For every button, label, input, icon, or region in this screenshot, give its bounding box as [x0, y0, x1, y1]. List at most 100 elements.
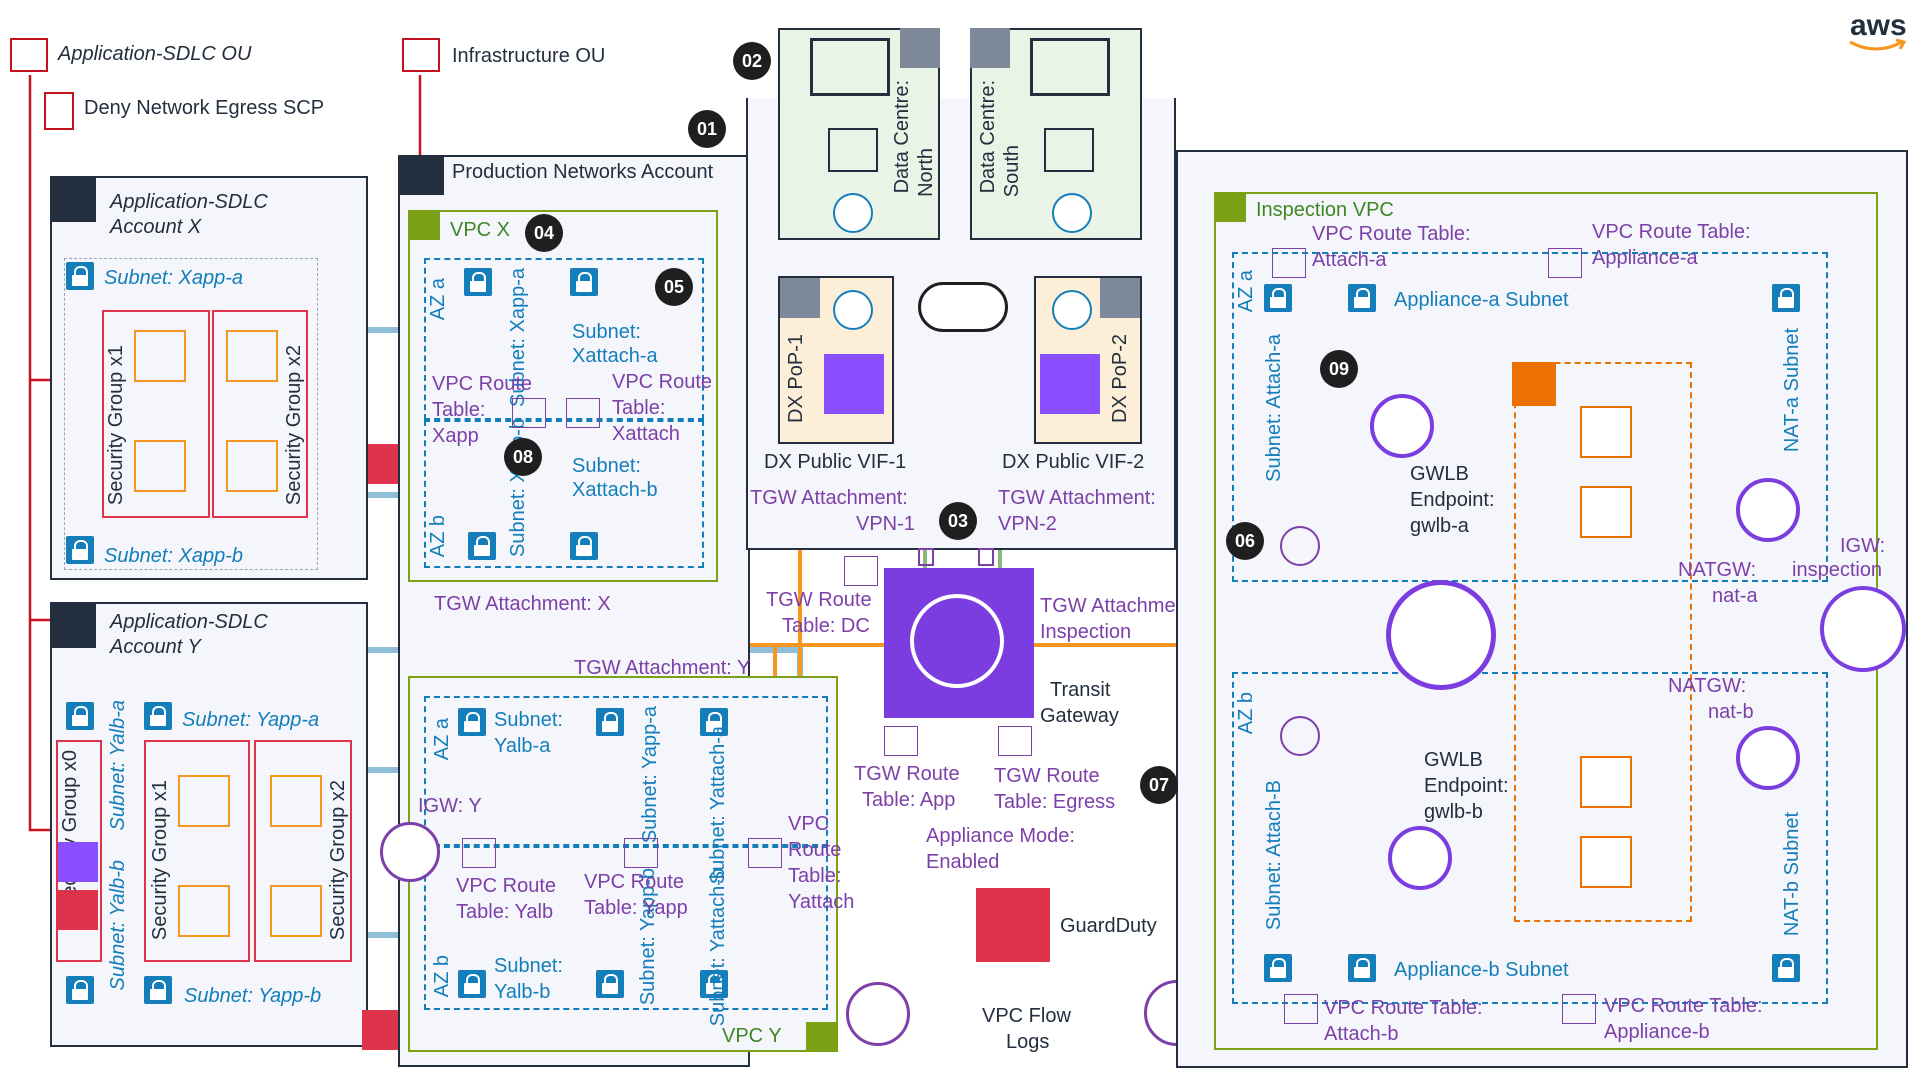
dc-south-label-2: South — [1001, 145, 1023, 198]
route-table-icon — [624, 838, 658, 868]
inspection-vpc-icon — [1214, 192, 1246, 222]
route-table-icon — [1562, 994, 1596, 1024]
scp-label: Deny Network Egress SCP — [84, 97, 325, 119]
vpc-x-az-a-label: AZ a — [427, 278, 449, 321]
firewall-manager-icon — [362, 1010, 402, 1050]
subnet-yattach-b-label: Subnet: Yattach-b — [707, 868, 729, 1027]
subnet-xapp-b-label: Subnet: Xapp-b — [104, 545, 243, 567]
building-icon — [780, 278, 820, 318]
subnet-icon — [458, 970, 486, 998]
aws-logo: aws — [1850, 9, 1907, 42]
route-table-icon — [748, 838, 782, 868]
ec2-instance-icon — [134, 440, 186, 492]
rt-yattach-3: Table: — [788, 865, 842, 887]
tgw-rt-dc-2: Table: DC — [782, 615, 870, 637]
rt-yattach-1: VPC — [788, 813, 830, 835]
security-group-x1 — [102, 310, 210, 518]
subnet-icon — [1264, 954, 1292, 982]
gwlb-b-3: gwlb-b — [1424, 801, 1483, 823]
tgw-vpn1-1: TGW Attachment: — [750, 487, 908, 509]
rt-attach-a-1: VPC Route Table: — [1312, 223, 1471, 245]
sg-y1-label: Security Group x1 — [149, 780, 171, 941]
subnet-yalb-b-2: Yalb-b — [494, 981, 551, 1003]
subnet-attach-b-label: Subnet: Attach-B — [1263, 780, 1285, 931]
callout-08: 08 — [504, 438, 542, 476]
account-x-cloud-icon — [50, 176, 96, 222]
router-icon — [833, 290, 873, 330]
subnet-yapp-b-label: Subnet: Yapp-b — [184, 985, 322, 1007]
waf-icon — [58, 890, 98, 930]
tgw-rt-egress-1: TGW Route — [994, 765, 1100, 787]
subnet-xapp-a-label: Subnet: Xapp-a — [104, 267, 243, 289]
appliance-instance-icon — [1580, 406, 1632, 458]
ec2-instance-icon — [226, 330, 278, 382]
route-table-icon — [884, 726, 918, 756]
gwlb-a-2: Endpoint: — [1410, 489, 1495, 511]
subnet-icon — [458, 708, 486, 736]
vpc-x-az-b-label: AZ b — [427, 515, 449, 558]
callout-06: 06 — [1226, 522, 1264, 560]
sg-x1-label: Security Group x1 — [105, 345, 127, 506]
flow-logs-1: VPC Flow — [982, 1005, 1071, 1027]
rt-yattach-4: Yattach — [788, 891, 855, 913]
tgw-attachment-x-label: TGW Attachment: X — [434, 593, 611, 615]
vpc-x-label: VPC X — [450, 219, 511, 241]
rt-yalb-1: VPC Route — [456, 875, 557, 897]
natgw-a-1: NATGW: — [1678, 559, 1757, 581]
dc-north-label-2: North — [915, 148, 937, 197]
subnet-icon — [468, 532, 496, 560]
route-table-icon — [1284, 994, 1318, 1024]
router-icon — [1052, 193, 1092, 233]
tgw-rt-egress-2: Table: Egress — [994, 791, 1116, 813]
security-group-y1 — [144, 740, 250, 962]
rt-xapp-3: Xapp — [432, 425, 479, 447]
prod-account-cloud-icon — [398, 155, 444, 195]
gateway-load-balancer-icon[interactable] — [1386, 580, 1496, 690]
tgw-hub-icon — [910, 594, 1004, 688]
subnet-xapp-a-icon — [66, 262, 94, 290]
gwlb-b-1: GWLB — [1424, 749, 1483, 771]
rt-yapp-2: Table: Yapp — [584, 897, 688, 919]
rt-xattach-3: Xattach — [612, 423, 680, 445]
vpn-lock-icon — [918, 548, 934, 566]
subnet-yapp-a-label: Subnet: Yapp-a — [639, 706, 661, 844]
subnet-icon — [1348, 954, 1376, 982]
vpc-x-az-a — [424, 258, 704, 420]
subnet-yapp-a-label: Subnet: Yapp-a — [182, 709, 320, 731]
router-icon — [833, 193, 873, 233]
server-icon — [1030, 38, 1110, 96]
vpn-lock-icon — [978, 548, 994, 566]
natgw-b-1: NATGW: — [1668, 675, 1747, 697]
vpc-x-icon — [408, 210, 440, 240]
account-y-title-1: Application-SDLC — [110, 611, 268, 633]
route-table-icon — [998, 726, 1032, 756]
subnet-yapp-a-icon — [144, 702, 172, 730]
tgw-att-inspection-2: Inspection — [1040, 621, 1132, 643]
natgw-b-icon[interactable] — [1736, 726, 1800, 790]
natgw-a-icon[interactable] — [1736, 478, 1800, 542]
gwlb-endpoint-a-icon[interactable] — [1370, 394, 1434, 458]
infra-ou-label: Infrastructure OU — [452, 45, 606, 67]
nat-a-subnet-label: NAT-a Subnet — [1781, 328, 1803, 453]
route-table-icon — [1272, 248, 1306, 278]
sg-x2-label: Security Group x2 — [283, 345, 305, 506]
rt-appliance-a-1: VPC Route Table: — [1592, 221, 1751, 243]
dc-north-label-1: Data Centre: — [891, 80, 913, 194]
firewall-icon — [828, 128, 878, 172]
ou-icon — [10, 38, 48, 72]
igw-inspection-icon[interactable] — [1820, 586, 1906, 672]
sg-x0-label: Security Group x0 — [59, 750, 81, 911]
account-x-title-1: Application-SDLC — [110, 191, 268, 213]
gwlb-endpoint-b-icon[interactable] — [1388, 826, 1452, 890]
appliance-mode-2: Enabled — [926, 851, 1000, 873]
subnet-xattach-a-1: Subnet: — [572, 321, 641, 343]
tgw-att-inspection-1: TGW Attachment: — [1040, 595, 1198, 617]
callout-09: 09 — [1320, 350, 1358, 388]
callout-03: 03 — [939, 502, 977, 540]
dx-pop-2-label: DX PoP-2 — [1109, 334, 1131, 423]
internet-cloud-icon — [918, 282, 1008, 332]
vpc-y-az-b-label: AZ b — [431, 955, 453, 998]
tgw-rt-app-2: Table: App — [862, 789, 956, 811]
subnet-yalb-icon — [66, 702, 94, 730]
scp-icon — [44, 92, 74, 130]
